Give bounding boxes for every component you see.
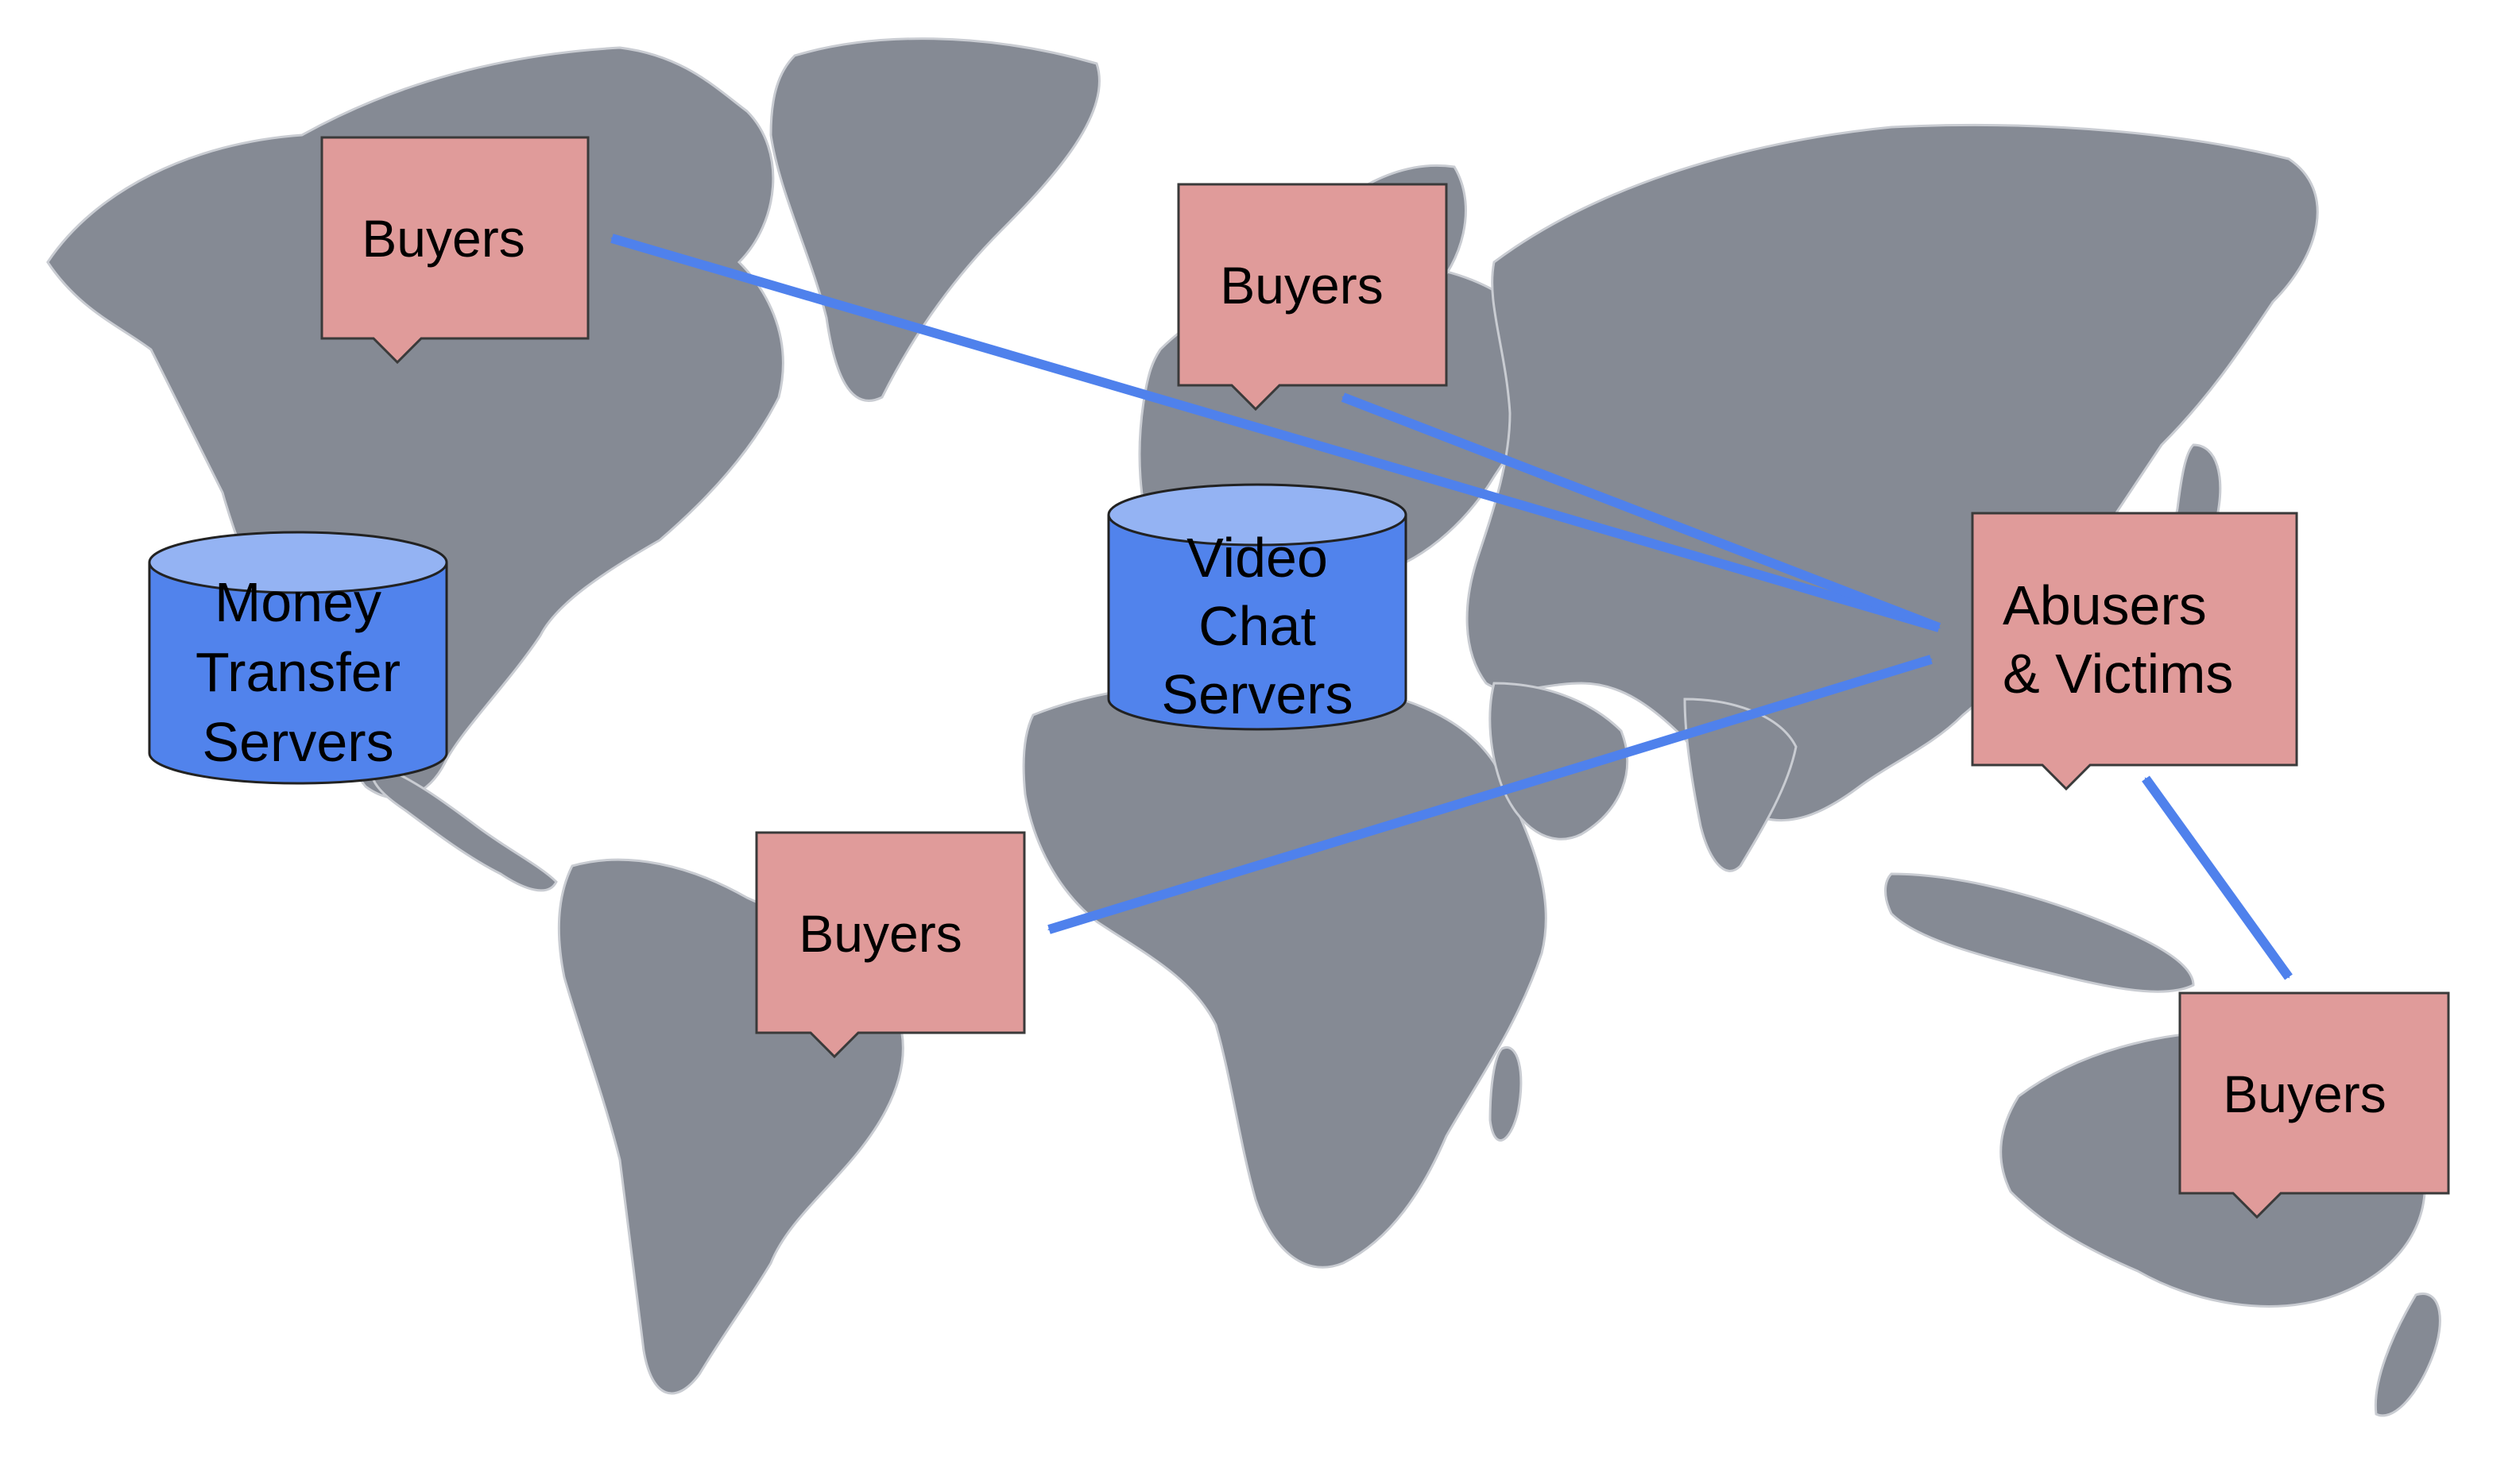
continent-central-america [370,761,558,892]
buyers-north-america-callout: Buyers [320,136,590,365]
callout-label: Buyers [799,904,962,963]
continent-greenland [769,37,1101,402]
cylinder-body [1107,515,1407,731]
server-label-line: Chat [1198,595,1316,657]
island-madagascar [1488,1046,1523,1142]
callout-label: Buyers [362,209,524,268]
abusers-victims-callout: Abusers & Victims [1971,512,2298,791]
server-label-line: Video [1186,527,1328,589]
buyers-south-america-callout: Buyers [755,831,1026,1059]
arrow-abusers-to-buyers-europe [1341,392,1941,632]
callout-box [1971,512,2298,791]
cylinder-top [1107,483,1407,547]
server-label-line: Transfer [195,641,401,703]
callout-box [320,136,590,365]
buyers-australia-callout: Buyers [2178,991,2450,1219]
island-new-zealand [2374,1293,2441,1417]
arrow-abusers-to-buyers-australia [2142,775,2293,980]
server-label-line: Servers [202,711,393,773]
region-southeast-asia [1884,872,2195,993]
callout-label-line: & Victims [2003,643,2233,705]
cylinder-top [148,531,448,594]
money-transfer-servers-cylinder: Money Transfer Servers [148,531,448,785]
callout-box [1177,183,1448,412]
server-label-line: Servers [1161,663,1353,725]
continent-africa [1022,678,1547,1269]
video-chat-servers-cylinder: Video Chat Servers [1107,483,1407,731]
callout-label: Buyers [2223,1065,2386,1123]
callout-label: Buyers [1220,256,1383,315]
server-label-line: Money [215,571,381,633]
arrow-abusers-to-buyers-south-america [1047,655,1933,934]
cylinder-body [148,562,448,785]
callout-box [2178,991,2450,1219]
callout-label-line: Abusers [2003,574,2207,636]
connection-arrows [610,234,2293,980]
buyers-europe-callout: Buyers [1177,183,1448,412]
callout-box [755,831,1026,1059]
